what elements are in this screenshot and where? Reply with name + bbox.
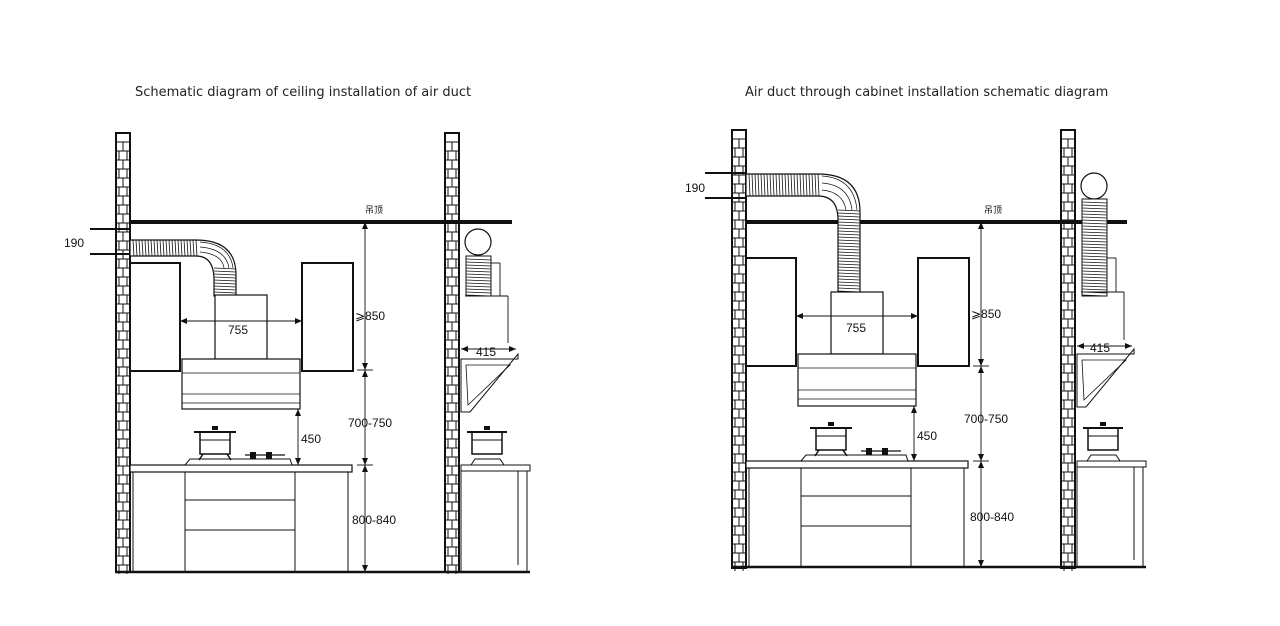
cabinet-height-label: ⩾850 bbox=[971, 307, 1001, 321]
stove bbox=[799, 448, 909, 462]
hood-chimney bbox=[214, 294, 268, 360]
counter-height-label: 800-840 bbox=[970, 510, 1014, 524]
back-brick-wall bbox=[731, 129, 747, 571]
side-brick-wall bbox=[1060, 129, 1076, 571]
ceiling-duct-diagram: 190 755 450 ⩾850 700-750 800-840 吊顶 bbox=[64, 132, 531, 574]
side-view: 415 bbox=[1076, 172, 1147, 568]
left-wall-cabinet bbox=[129, 262, 181, 372]
hood-chimney bbox=[830, 291, 884, 355]
left-wall-cabinet bbox=[745, 257, 797, 367]
cabinet-height-label: ⩾850 bbox=[355, 309, 385, 323]
side-depth-label: 415 bbox=[1090, 341, 1110, 355]
hood-to-stove-label: 450 bbox=[917, 429, 937, 443]
right-wall-cabinet bbox=[917, 257, 970, 367]
wall-hole-label: 190 bbox=[685, 181, 705, 195]
ceiling-label: 吊顶 bbox=[984, 205, 1002, 215]
stove bbox=[183, 452, 293, 466]
side-depth-label: 415 bbox=[476, 345, 496, 359]
diagram-title-cabinet: Air duct through cabinet installation sc… bbox=[745, 85, 1109, 100]
hood-counter-range-label: 700-750 bbox=[964, 412, 1008, 426]
side-view: 415 bbox=[460, 228, 531, 573]
ceiling-label: 吊顶 bbox=[365, 205, 383, 215]
hood-body bbox=[181, 358, 301, 410]
hood-to-stove-label: 450 bbox=[301, 432, 321, 446]
hood-width-label: 755 bbox=[846, 321, 866, 335]
hood-width-label: 755 bbox=[228, 323, 248, 337]
diagram-title-ceiling: Schematic diagram of ceiling installatio… bbox=[135, 85, 472, 100]
flexible-duct bbox=[745, 173, 861, 297]
hood-counter-range-label: 700-750 bbox=[348, 416, 392, 430]
cooking-pot bbox=[810, 422, 852, 457]
cooking-pot bbox=[194, 426, 236, 461]
hood-body bbox=[797, 353, 917, 407]
counter-height-label: 800-840 bbox=[352, 513, 396, 527]
wall-hole-label: 190 bbox=[64, 236, 84, 250]
base-cabinet bbox=[745, 460, 969, 568]
right-wall-cabinet bbox=[301, 262, 354, 372]
